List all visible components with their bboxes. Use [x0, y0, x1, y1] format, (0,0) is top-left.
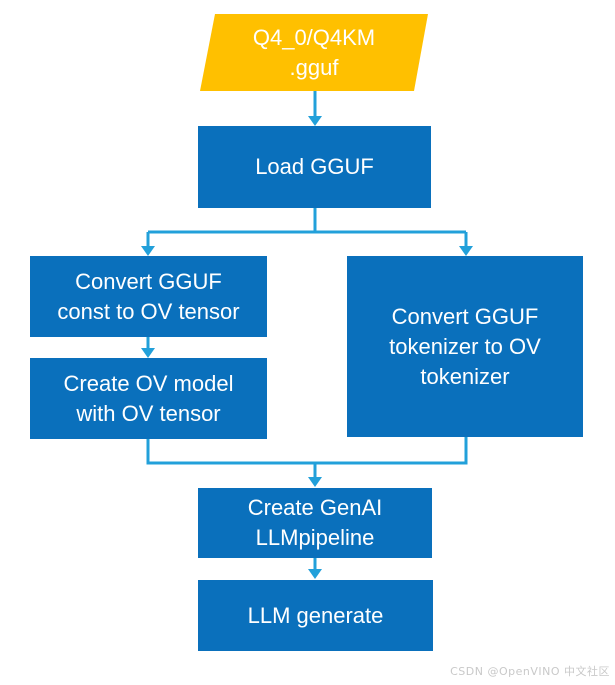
node-convert-gguf-tokenizer: Convert GGUF tokenizer to OV tokenizer: [347, 256, 583, 437]
connector-merge: [146, 437, 468, 478]
node-create-genai-pipeline-label: Create GenAI LLMpipeline: [247, 495, 383, 550]
node-gguf-file: Q4_0/Q4KM .gguf: [200, 14, 428, 91]
node-create-genai-pipeline: Create GenAI LLMpipeline: [198, 488, 432, 558]
node-convert-gguf-tokenizer-label: Convert GGUF tokenizer to OV tokenizer: [389, 303, 541, 389]
node-llm-generate-label: LLM generate: [247, 602, 384, 628]
arrowhead-const-to-model: [141, 348, 155, 358]
node-llm-generate: LLM generate: [198, 580, 433, 651]
arrowhead-split-right: [459, 246, 473, 256]
node-convert-gguf-const-label: Convert GGUF const to OV tensor: [57, 268, 240, 324]
node-create-ov-model: Create OV model with OV tensor: [30, 358, 267, 439]
node-create-ov-model-label: Create OV model with OV tensor: [63, 370, 234, 426]
arrowhead-gguffile-to-load: [308, 116, 322, 126]
arrowhead-split-left: [141, 246, 155, 256]
node-load-gguf: Load GGUF: [198, 126, 431, 208]
connector-load-split: [146, 208, 468, 247]
arrowhead-genai-to-generate: [308, 569, 322, 579]
node-convert-gguf-const: Convert GGUF const to OV tensor: [30, 256, 267, 337]
node-load-gguf-label: Load GGUF: [255, 154, 374, 179]
arrowhead-merge-to-genai: [308, 477, 322, 487]
watermark: CSDN @OpenVINO 中文社区: [450, 665, 610, 678]
node-gguf-file-label: Q4_0/Q4KM .gguf: [252, 24, 376, 80]
